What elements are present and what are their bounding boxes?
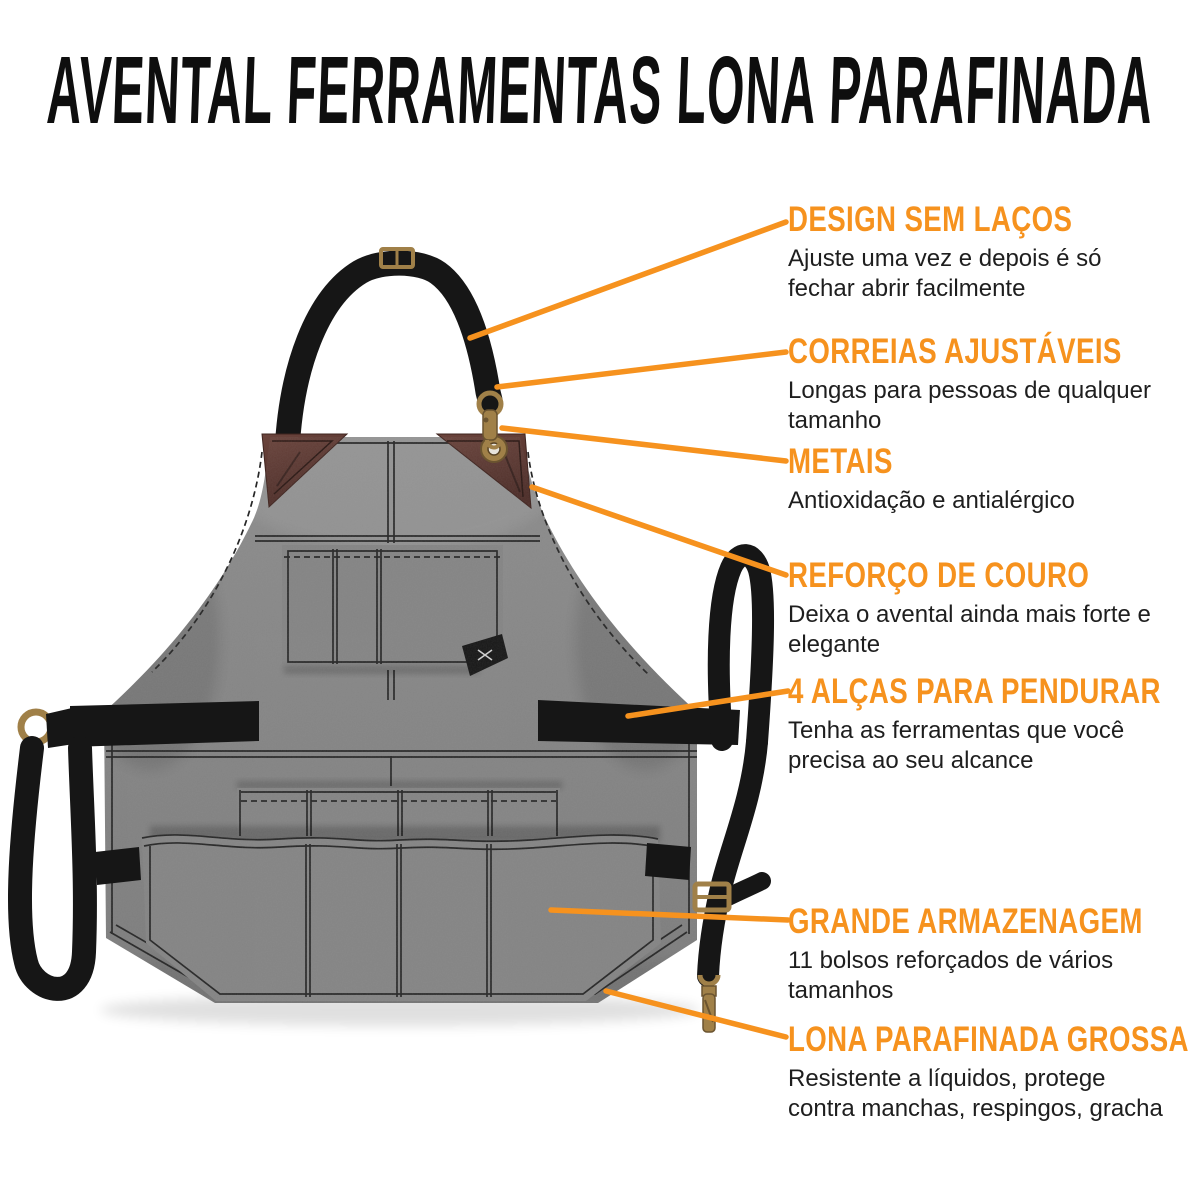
callout-line-correias	[494, 349, 789, 390]
callout-body-line: Resistente a líquidos, protege	[788, 1064, 1106, 1092]
callout-body-line: tamanho	[788, 406, 882, 434]
callout-heading: 4 ALÇAS PARA PENDURAR	[788, 672, 1161, 711]
strap-adjuster-buckle	[692, 881, 732, 913]
callout-correias-ajustaveis: CORREIAS AJUSTÁVEIS Longas para pessoas …	[788, 334, 1193, 436]
callout-design-sem-lacos: DESIGN SEM LAÇOS Ajuste uma vez e depois…	[788, 202, 1193, 304]
callout-heading: METAIS	[788, 442, 893, 481]
callout-body-line: 11 bolsos reforçados de vários	[788, 946, 1114, 974]
callout-line-design	[467, 219, 789, 341]
callout-lines	[467, 219, 791, 1040]
callout-heading: REFORÇO DE COURO	[788, 556, 1090, 595]
callout-alcas-para-pendurar: 4 ALÇAS PARA PENDURAR Tenha as ferrament…	[788, 674, 1193, 776]
neck-strap-hook	[476, 390, 504, 450]
callout-line-armazenagem	[548, 907, 791, 923]
neck-strap	[274, 247, 503, 465]
callout-body-line: fechar abrir facilmente	[788, 274, 1026, 302]
callout-body-line: Deixa o avental ainda mais forte e	[788, 600, 1151, 628]
callout-body-line: tamanhos	[788, 976, 894, 1004]
waist-strap-right	[538, 700, 740, 745]
left-hanging-strap	[8, 708, 97, 1001]
callout-body-line: precisa ao seu alcance	[788, 746, 1034, 774]
callout-reforco-de-couro: REFORÇO DE COURO Deixa o avental ainda m…	[788, 558, 1193, 660]
callout-grande-armazenagem: GRANDE ARMAZENAGEM 11 bolsos reforçados …	[788, 904, 1193, 1006]
callout-line-alcas	[625, 688, 791, 719]
waist-strap-left	[70, 701, 259, 747]
side-loop-left	[95, 847, 141, 885]
callout-metais: METAIS Antioxidação e antialérgico	[788, 444, 1193, 516]
callout-heading: DESIGN SEM LAÇOS	[788, 200, 1073, 239]
callout-body-line: elegante	[788, 630, 881, 658]
callout-body-line: contra manchas, respingos, gracha	[788, 1094, 1163, 1122]
callout-line-lona	[603, 988, 789, 1040]
callout-body-line: Ajuste uma vez e depois é só	[788, 244, 1102, 272]
callout-heading: GRANDE ARMAZENAGEM	[788, 902, 1143, 941]
callout-body-line: Longas para pessoas de qualquer	[788, 376, 1151, 404]
callout-heading: LONA PARAFINADA GROSSA	[788, 1020, 1189, 1059]
callout-body-line: Tenha as ferramentas que você	[788, 716, 1125, 744]
callout-line-metais	[499, 425, 789, 464]
callout-body-line: Antioxidação e antialérgico	[788, 486, 1075, 514]
waist-straps	[70, 700, 740, 885]
snap-hook	[697, 974, 721, 1033]
right-hanging-strap	[692, 544, 775, 1033]
callout-lona-parafinada: LONA PARAFINADA GROSSA Resistente a líqu…	[788, 1022, 1193, 1124]
callout-heading: CORREIAS AJUSTÁVEIS	[788, 332, 1122, 371]
callout-line-reforco	[529, 484, 789, 578]
side-loop-right	[645, 843, 691, 880]
